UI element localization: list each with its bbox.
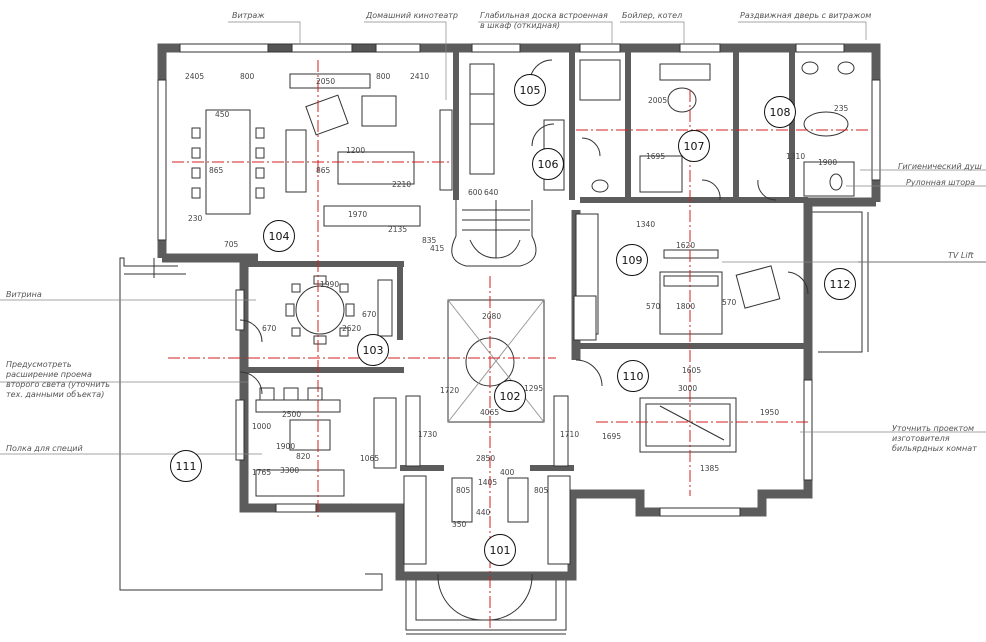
dim-1900: 1900 [818,158,838,167]
dim-865: 865 [209,166,224,175]
dim-3300: 3300 [280,466,300,475]
room-label-103: 103 [357,334,389,366]
kitchen-furniture [255,387,397,497]
dim-350: 350 [452,520,467,529]
dim-670: 670 [262,324,277,333]
dining-furniture [285,275,393,345]
room-label-110: 110 [617,360,649,392]
dim-1710: 1710 [560,430,580,439]
room-label-112: 112 [824,268,856,300]
dim-1990: 1990 [320,280,340,289]
dim-2005: 2005 [648,96,668,105]
dim-1065: 1065 [360,454,380,463]
dim-800: 800 [376,72,391,81]
room-label-108: 108 [764,96,796,128]
dim-2135: 2135 [388,225,408,234]
dim-1695: 1695 [646,152,666,161]
dim-1310: 1310 [786,152,806,161]
dim-805: 805 [534,486,549,495]
dim-440: 440 [476,508,491,517]
dim-2410: 2410 [410,72,430,81]
room-label-102: 102 [494,380,526,412]
room-label-101: 101 [484,534,516,566]
dim-600: 600 [468,188,483,197]
note-vitrazh: Витраж [232,11,265,20]
dim-570: 570 [646,302,661,311]
dim-2050: 2050 [316,77,336,86]
bathroom-fixtures [579,59,855,197]
leader-lines [0,21,986,455]
dim-4065: 4065 [480,408,500,417]
dim-2500: 2500 [282,410,302,419]
note-sliding-door: Раздвижная дверь с витражом [740,11,872,20]
interior-walls [248,52,808,471]
double-height-opening [447,299,545,423]
note-second-light: Предусмотреть расширение проема второго … [6,360,110,399]
dim-820: 820 [296,452,311,461]
door-swings [239,59,809,621]
note-hyg-shower: Гигиенический душ [898,162,982,171]
dim-1295: 1295 [524,384,544,393]
billiard-table [639,397,737,453]
dim-3000: 3000 [678,384,698,393]
dim-1200: 1200 [346,146,366,155]
dim-1340: 1340 [636,220,656,229]
dim-2210: 2210 [392,180,412,189]
dim-835: 835 [422,236,437,245]
dim-1000: 1000 [252,422,272,431]
dim-1765: 1765 [252,468,272,477]
dim-2620: 2620 [342,324,362,333]
dim-1730: 1730 [418,430,438,439]
dim-1970: 1970 [348,210,368,219]
dim-670: 670 [362,310,377,319]
dim-415: 415 [430,244,445,253]
dim-1900: 1900 [276,442,296,451]
note-billiard: Уточнить проектом изготовителя бильярдны… [892,424,977,453]
dim-1800: 1800 [676,302,696,311]
windows [157,43,881,517]
room-label-105: 105 [514,74,546,106]
note-boiler: Бойлер, котел [622,11,683,20]
wardrobes [403,295,597,565]
note-home-theater: Домашний кинотеатр [366,11,458,20]
dim-450: 450 [215,110,230,119]
dim-1605: 1605 [682,366,702,375]
dim-1405: 1405 [478,478,498,487]
room-label-111: 111 [170,450,202,482]
dim-640: 640 [484,188,499,197]
dim-2850: 2850 [476,454,496,463]
terrace-outline [119,257,383,591]
dim-800: 800 [240,72,255,81]
dim-1695: 1695 [602,432,622,441]
dim-400: 400 [500,468,515,477]
dim-2405: 2405 [185,72,205,81]
room-label-104: 104 [263,220,295,252]
section-lines [168,60,868,630]
room-label-107: 107 [678,130,710,162]
room-label-109: 109 [616,244,648,276]
dim-230: 230 [188,214,203,223]
dim-1950: 1950 [760,408,780,417]
note-tv-lift: TV Lift [948,251,974,260]
dim-865: 865 [316,166,331,175]
dim-570: 570 [722,298,737,307]
dim-1720: 1720 [440,386,460,395]
dim-1385: 1385 [700,464,720,473]
room-label-106: 106 [532,148,564,180]
staircase [451,200,537,267]
note-vitrina: Витрина [6,290,42,299]
dim-1620: 1620 [676,241,696,250]
dim-805: 805 [456,486,471,495]
living-furniture [191,73,453,227]
dim-2080: 2080 [482,312,502,321]
bedroom-furniture [575,213,781,335]
dim-705: 705 [224,240,239,249]
note-board: Глабильная доска встроенная в шкаф (отки… [480,11,608,30]
note-roller-blind: Рулонная штора [906,178,976,187]
entrance-porch [405,572,567,635]
dim-235: 235 [834,104,849,113]
note-spice-shelf: Полка для специй [6,444,83,453]
